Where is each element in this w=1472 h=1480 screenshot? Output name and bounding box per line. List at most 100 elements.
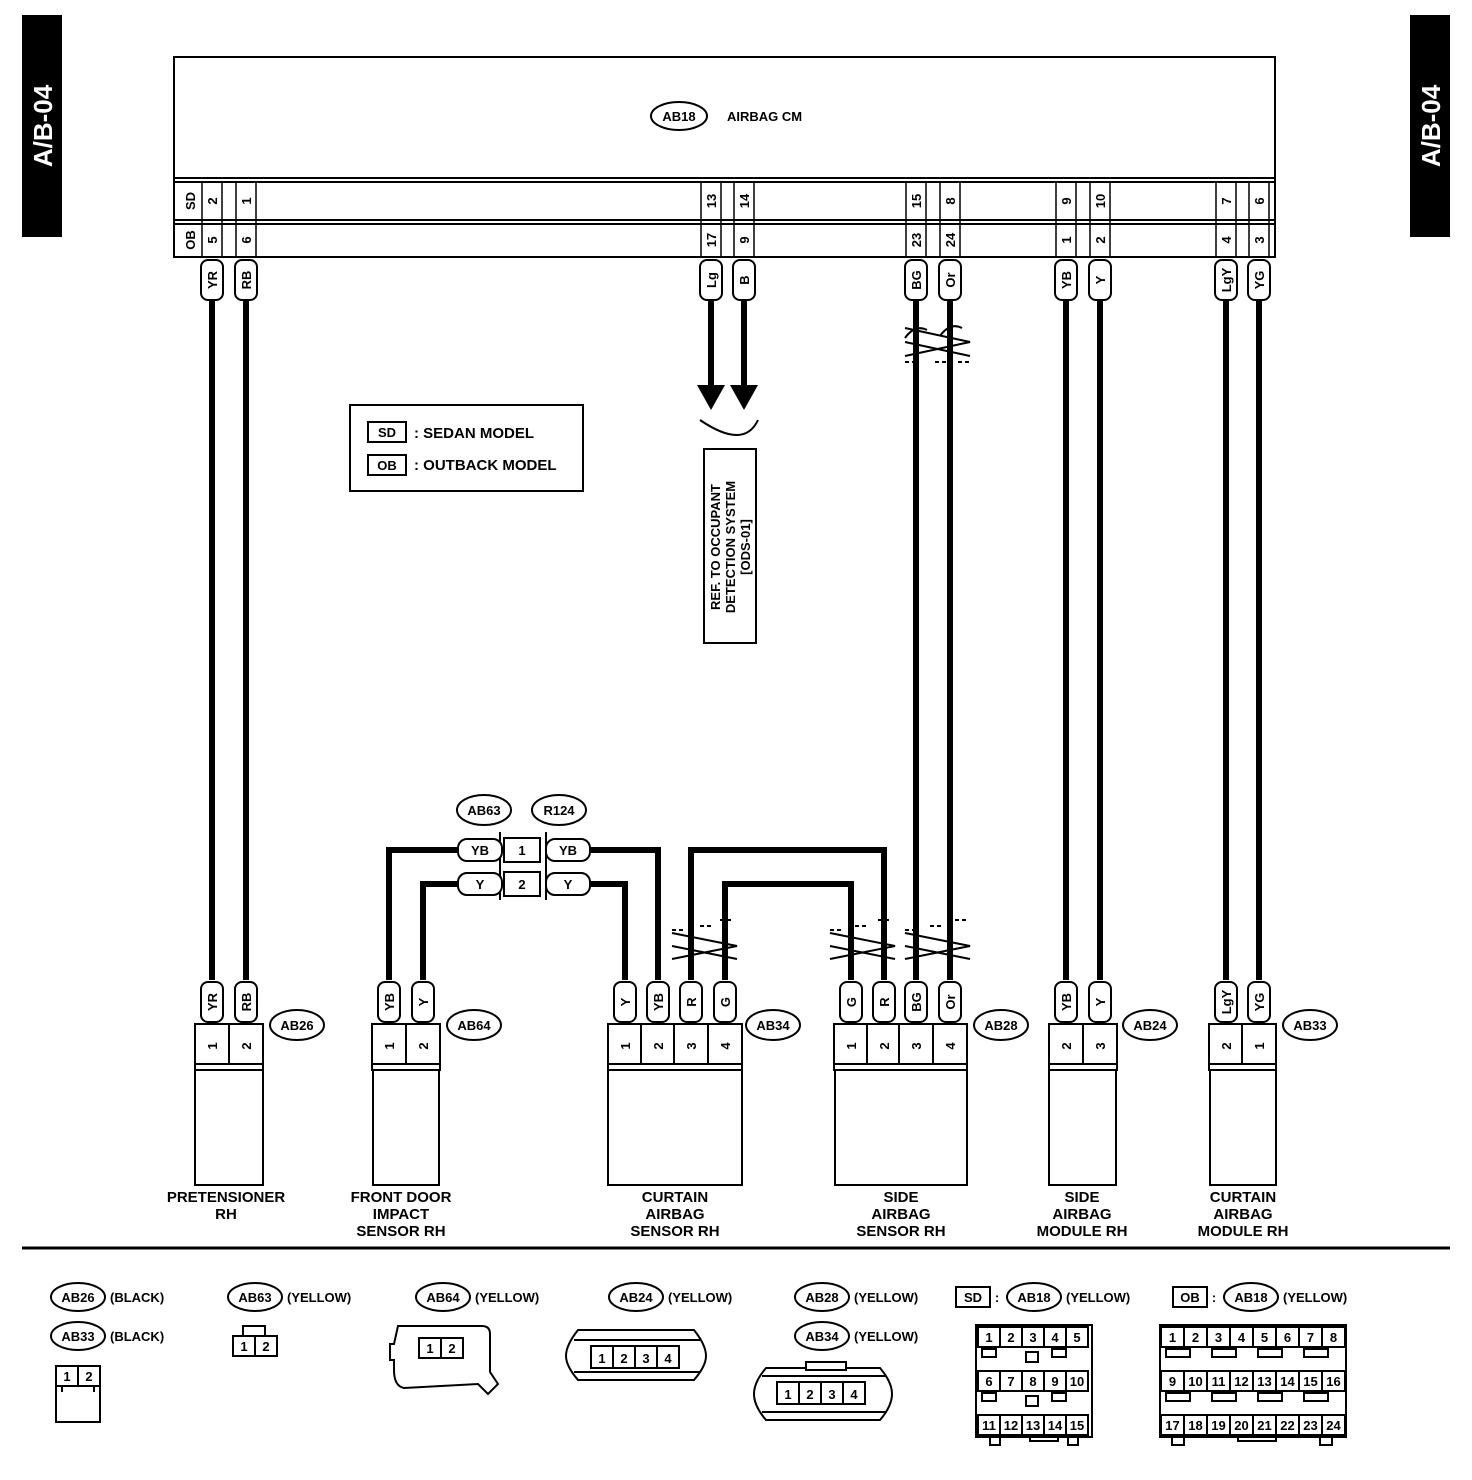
svg-text:22: 22 (1280, 1418, 1294, 1433)
junction-connector: AB63 R124 1 2 (456, 794, 587, 900)
legend-sd-box: SD (378, 425, 396, 440)
component-wire-tag: RB (234, 981, 258, 1023)
component-name-line3: SENSOR RH (856, 1223, 945, 1240)
svg-text:SD: SD (964, 1290, 982, 1305)
svg-text:2: 2 (85, 1369, 92, 1384)
svg-text:1: 1 (426, 1341, 433, 1356)
component-wire-tag: YB (377, 981, 401, 1023)
svg-text:AB34: AB34 (805, 1329, 839, 1344)
svg-text:AB24: AB24 (1133, 1018, 1167, 1033)
svg-text:1: 1 (985, 1330, 992, 1345)
svg-text:15: 15 (1070, 1418, 1084, 1433)
legend-sd-text: : SEDAN MODEL (414, 425, 534, 442)
svg-text:4: 4 (1051, 1330, 1059, 1345)
svg-text:YR: YR (205, 992, 220, 1011)
cm-pin-ob: 24 (943, 232, 958, 247)
svg-text:4: 4 (850, 1387, 858, 1402)
svg-text:23: 23 (1303, 1418, 1317, 1433)
cm-wire-tag: YB (1054, 259, 1078, 301)
svg-text:7: 7 (1307, 1330, 1314, 1345)
svg-text:REF. TO OCCUPANT: REF. TO OCCUPANT (708, 484, 723, 610)
svg-text:YG: YG (1252, 993, 1267, 1012)
junction-wire-tag: Y (457, 872, 503, 896)
cm-name: AIRBAG CM (727, 109, 802, 124)
component-pin: 2 (1219, 1042, 1234, 1049)
svg-text:AB33: AB33 (1293, 1018, 1326, 1033)
svg-text:YB: YB (382, 993, 397, 1011)
component-wire-tag: Y (1088, 981, 1112, 1023)
component-pin: 4 (943, 1042, 958, 1050)
component-wire-tag: Y (411, 981, 435, 1023)
component-wire-tag: YG (1247, 981, 1271, 1023)
ref-arc (699, 419, 759, 436)
svg-text:AB18: AB18 (1234, 1290, 1267, 1305)
cm-pin-sd: 8 (943, 197, 958, 204)
component-wire-tag: G (839, 981, 863, 1023)
cm-pin-ob: 9 (737, 236, 752, 243)
svg-text:17: 17 (1165, 1418, 1179, 1433)
junction-wire-tag: Y (545, 872, 591, 896)
svg-text:LgY: LgY (1219, 989, 1234, 1014)
svg-text:Or: Or (943, 272, 958, 287)
svg-text:B: B (737, 275, 752, 284)
view-ab24-label: AB24(YELLOW) (608, 1282, 732, 1312)
component-pin: 1 (205, 1042, 220, 1049)
svg-text:10: 10 (1188, 1374, 1202, 1389)
model-legend: SD : SEDAN MODEL OB : OUTBACK MODEL (349, 404, 584, 492)
svg-text:3: 3 (828, 1387, 835, 1402)
svg-text:(BLACK): (BLACK) (110, 1329, 164, 1344)
svg-text:10: 10 (1070, 1374, 1084, 1389)
component-pin: 2 (416, 1042, 431, 1049)
svg-text:4: 4 (1238, 1330, 1246, 1345)
component-connector-label: AB33 (1282, 1009, 1338, 1041)
svg-text:1: 1 (518, 843, 525, 858)
component-pin: 2 (1059, 1042, 1074, 1049)
svg-text:7: 7 (1007, 1374, 1014, 1389)
svg-text:3: 3 (642, 1351, 649, 1366)
svg-text:RB: RB (239, 993, 254, 1012)
cm-pin-ob: 3 (1252, 236, 1267, 243)
svg-text:Y: Y (1093, 275, 1108, 284)
component-name-line2: AIRBAG (1213, 1206, 1272, 1223)
svg-text:Y: Y (476, 877, 485, 892)
component-wire-tag: Or (938, 981, 962, 1023)
svg-text:YB: YB (1059, 993, 1074, 1011)
component-connector-label: AB24 (1122, 1009, 1178, 1041)
svg-text:Y: Y (618, 997, 633, 1006)
component-pin: 2 (651, 1042, 666, 1049)
view-ab64-label: AB64(YELLOW) (415, 1282, 539, 1312)
svg-text:1: 1 (240, 1339, 247, 1354)
svg-text:5: 5 (1261, 1330, 1268, 1345)
svg-text:G: G (718, 997, 733, 1007)
cm-pin-sd: 2 (205, 197, 220, 204)
component-pin: 2 (239, 1042, 254, 1049)
component-name-line3: SENSOR RH (630, 1223, 719, 1240)
svg-text:RB: RB (239, 271, 254, 290)
svg-text:13: 13 (1026, 1418, 1040, 1433)
svg-text:16: 16 (1326, 1374, 1340, 1389)
svg-text:15: 15 (1303, 1374, 1317, 1389)
svg-text:AB24: AB24 (619, 1290, 653, 1305)
component-name-line1: CURTAIN (1210, 1189, 1276, 1206)
cm-wire-tag: YG (1247, 259, 1271, 301)
connector-views: AB26(BLACK)AB33(BLACK)AB63(YELLOW)AB64(Y… (50, 1282, 1347, 1446)
cm-wire-tag: Lg (699, 259, 723, 301)
component-pin: 3 (909, 1042, 924, 1049)
svg-text:2: 2 (448, 1341, 455, 1356)
svg-text:9: 9 (1051, 1374, 1058, 1389)
component-wire-tag: YR (200, 981, 224, 1023)
svg-text:YB: YB (471, 843, 489, 858)
svg-text:AB26: AB26 (280, 1018, 313, 1033)
svg-text:AB26: AB26 (61, 1290, 94, 1305)
component-wire-tag: R (679, 981, 703, 1023)
view-ab18-ob-label: OB:AB18(YELLOW) (1172, 1282, 1347, 1312)
view-ab33-label: AB33(BLACK) (50, 1321, 164, 1351)
